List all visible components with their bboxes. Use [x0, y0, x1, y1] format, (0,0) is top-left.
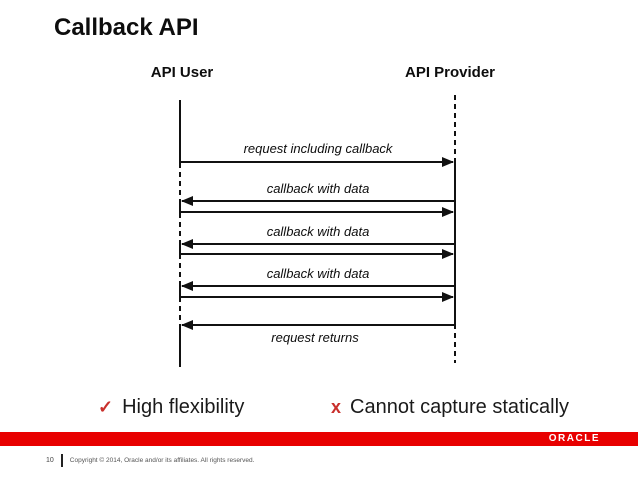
- checkmark-icon: ✓: [98, 397, 114, 417]
- actor-label-api-provider: API Provider: [405, 64, 495, 81]
- message-arrows: [181, 157, 454, 330]
- footer-divider: [60, 454, 63, 467]
- message-label-request: request including callback: [244, 141, 394, 156]
- bullet-high-flexibility: ✓ High flexibility: [98, 396, 244, 419]
- page-number: 10: [46, 457, 54, 464]
- footer-info: 10 Copyright © 2014, Oracle and/or its a…: [46, 454, 254, 467]
- sequence-diagram: API User API Provider: [151, 64, 495, 367]
- message-label-callback-3: callback with data: [267, 266, 370, 281]
- x-mark-icon: x: [331, 397, 342, 417]
- actor-label-api-user: API User: [151, 64, 214, 81]
- footer-red-bar: ORACLE: [0, 432, 638, 446]
- oracle-logo: ORACLE: [548, 433, 600, 444]
- bullet-text: High flexibility: [122, 396, 245, 418]
- message-label-callback-1: callback with data: [267, 181, 370, 196]
- copyright-text: Copyright © 2014, Oracle and/or its affi…: [69, 457, 255, 464]
- bullet-text: Cannot capture statically: [350, 396, 570, 418]
- slide-title: Callback API: [54, 14, 199, 41]
- bullet-cannot-capture: x Cannot capture statically: [331, 396, 569, 419]
- message-label-callback-2: callback with data: [267, 224, 370, 239]
- message-label-request-returns: request returns: [271, 330, 359, 345]
